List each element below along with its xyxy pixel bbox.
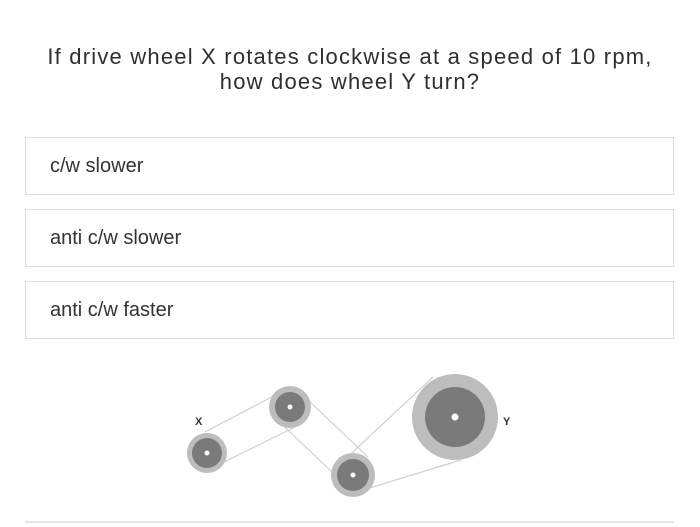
wheel-b	[269, 386, 311, 428]
answer-option-label: anti c/w faster	[50, 298, 174, 321]
wheel-y	[412, 374, 498, 460]
wheel-x-label: X	[195, 416, 203, 428]
belt-x-to-b-upper	[204, 390, 284, 433]
answer-option-anti-cw-slower[interactable]: anti c/w slower	[25, 209, 674, 267]
answer-option-cw-slower[interactable]: c/w slower	[25, 137, 674, 195]
belt-x-to-b-lower	[213, 425, 298, 468]
belt-c-to-y-lower	[359, 459, 462, 492]
question-line-1: If drive wheel X rotates clockwise at a …	[47, 44, 653, 69]
question-text: If drive wheel X rotates clockwise at a …	[20, 44, 680, 94]
wheel-c	[331, 453, 375, 497]
belt-b-to-c-cross-2	[307, 399, 369, 458]
bottom-divider	[25, 521, 674, 523]
answer-option-label: anti c/w slower	[50, 226, 182, 249]
wheel-x	[187, 433, 227, 473]
wheel-y-label: Y	[503, 416, 511, 428]
belt-c-to-y-upper	[339, 376, 434, 465]
wheel-y-hub	[451, 413, 459, 421]
answer-option-anti-cw-faster[interactable]: anti c/w faster	[25, 281, 674, 339]
wheel-x-hub	[204, 450, 210, 456]
wheel-b-hub	[287, 404, 293, 410]
belts	[204, 376, 462, 492]
wheel-c-hub	[350, 472, 356, 478]
question-line-2: how does wheel Y turn?	[219, 69, 481, 94]
answer-option-label: c/w slower	[50, 154, 144, 177]
belt-pulley-diagram: X Y	[187, 374, 511, 497]
